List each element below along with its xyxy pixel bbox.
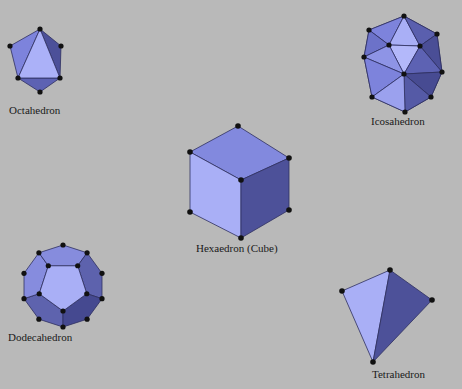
vertex-dot xyxy=(37,291,42,296)
vertex-dot xyxy=(99,271,104,276)
vertex-dot xyxy=(75,263,80,268)
icosahedron xyxy=(364,16,442,112)
solid-name: Octahedron xyxy=(9,104,60,117)
vertex-dot xyxy=(84,317,89,322)
vertex-dot xyxy=(84,291,89,296)
vertex-dot xyxy=(46,263,51,268)
vertex-dot xyxy=(60,242,65,247)
solid-name: Hexaedron (Cube) xyxy=(196,242,278,255)
vertex-dot xyxy=(60,324,65,329)
solid-name: Tetrahedron xyxy=(372,368,425,381)
dodecahedron xyxy=(24,245,102,327)
vertex-dot xyxy=(99,296,104,301)
vertex-dot xyxy=(21,271,26,276)
vertex-dot xyxy=(36,250,41,255)
solid-name: Dodecahedron xyxy=(8,331,72,344)
vertex-dot xyxy=(36,317,41,322)
vertex-dots xyxy=(7,13,444,364)
dodecahedron-face xyxy=(39,266,87,311)
vertex-dot xyxy=(60,308,65,313)
vertex-dot xyxy=(21,296,26,301)
octahedron xyxy=(10,29,61,92)
solid-name: Icosahedron xyxy=(371,115,425,128)
vertex-dot xyxy=(84,250,89,255)
cube xyxy=(190,126,289,238)
tetrahedron xyxy=(342,270,432,362)
